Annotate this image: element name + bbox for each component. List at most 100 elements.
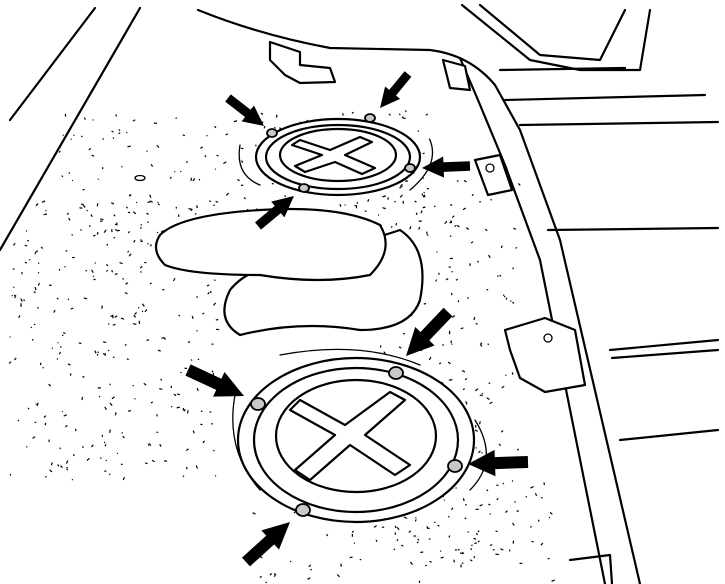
speckle xyxy=(461,562,464,565)
speckle xyxy=(146,212,149,215)
speckle xyxy=(381,526,385,529)
speckle xyxy=(471,193,474,197)
speckle xyxy=(467,531,470,533)
speckle xyxy=(35,203,39,207)
fastener-screw xyxy=(266,128,278,138)
speckle xyxy=(68,172,71,174)
speckle xyxy=(435,279,438,282)
speckle xyxy=(451,507,454,511)
speckle xyxy=(159,443,162,447)
speckle xyxy=(517,183,521,186)
speckle xyxy=(148,443,152,446)
speckle xyxy=(176,393,181,396)
speckle xyxy=(488,254,491,259)
speckle xyxy=(147,242,149,245)
speckle xyxy=(107,323,110,325)
speckle xyxy=(116,229,120,232)
speckle xyxy=(111,130,114,133)
speckle xyxy=(151,459,155,463)
speckle xyxy=(418,226,421,230)
speckle xyxy=(459,552,464,555)
speckle xyxy=(465,227,470,231)
speckle xyxy=(426,234,429,237)
speckle xyxy=(225,133,229,136)
speckle xyxy=(185,448,189,452)
speckle xyxy=(422,206,426,209)
speckle xyxy=(41,200,46,204)
speckle xyxy=(105,459,108,462)
callout-arrow-icon xyxy=(422,156,471,178)
callout-arrow-icon xyxy=(225,94,264,126)
speckle xyxy=(190,177,193,181)
speckle xyxy=(325,533,329,537)
lower-drain-plug xyxy=(232,348,487,524)
speckle xyxy=(209,411,212,413)
speckle xyxy=(479,394,483,397)
speckle xyxy=(143,382,147,386)
speckle xyxy=(342,113,344,116)
speckle xyxy=(540,496,543,499)
speckle xyxy=(396,526,400,531)
speckle xyxy=(140,240,144,243)
speckle xyxy=(43,213,48,216)
speckle xyxy=(104,444,107,447)
speckle xyxy=(8,361,12,364)
speckle xyxy=(438,272,440,275)
speckle xyxy=(470,241,474,244)
speckle xyxy=(200,410,203,413)
speckle xyxy=(215,200,219,203)
callout-arrow-icon xyxy=(185,364,244,397)
speckle xyxy=(440,556,444,559)
speckle xyxy=(12,268,15,270)
speckle xyxy=(488,382,491,385)
speckle xyxy=(157,203,160,206)
speckle xyxy=(141,310,144,313)
speckle xyxy=(125,206,128,209)
speckle xyxy=(400,183,403,187)
speckle xyxy=(480,342,483,345)
speckle xyxy=(422,195,426,198)
fasteners xyxy=(250,113,463,517)
speckle xyxy=(141,303,145,307)
speckle xyxy=(174,170,176,173)
speckle xyxy=(474,388,479,392)
speckle xyxy=(202,312,205,315)
speckle xyxy=(113,214,116,217)
speckle xyxy=(121,165,123,168)
speckle xyxy=(120,317,125,320)
speckle xyxy=(498,443,502,447)
speckle xyxy=(488,503,491,506)
speckle xyxy=(540,542,544,546)
speckle xyxy=(208,200,211,203)
speckle xyxy=(190,359,193,361)
speckle xyxy=(11,294,13,297)
speckle xyxy=(20,298,23,302)
speckle xyxy=(102,341,107,344)
speckle xyxy=(67,363,71,366)
speckle xyxy=(65,425,68,428)
speckle xyxy=(241,160,244,164)
speckle xyxy=(513,227,517,230)
speckle xyxy=(96,232,99,235)
speckle xyxy=(185,466,188,470)
speckle xyxy=(82,375,85,378)
speckle xyxy=(30,326,33,329)
speckle xyxy=(150,164,154,167)
speckle xyxy=(28,258,31,261)
speckle xyxy=(112,356,115,359)
speckle xyxy=(367,199,370,202)
speckle xyxy=(512,522,515,526)
speckle xyxy=(449,235,452,238)
speckle xyxy=(56,297,59,300)
speckle xyxy=(213,302,217,306)
speckle xyxy=(349,556,353,559)
speckle xyxy=(417,538,420,541)
speckle xyxy=(489,401,493,405)
speckle xyxy=(398,113,401,116)
speckle xyxy=(58,150,61,153)
speckle xyxy=(438,362,442,365)
speckle xyxy=(469,559,473,562)
speckle xyxy=(194,212,197,215)
speckle xyxy=(464,377,468,381)
speckle xyxy=(34,252,37,255)
